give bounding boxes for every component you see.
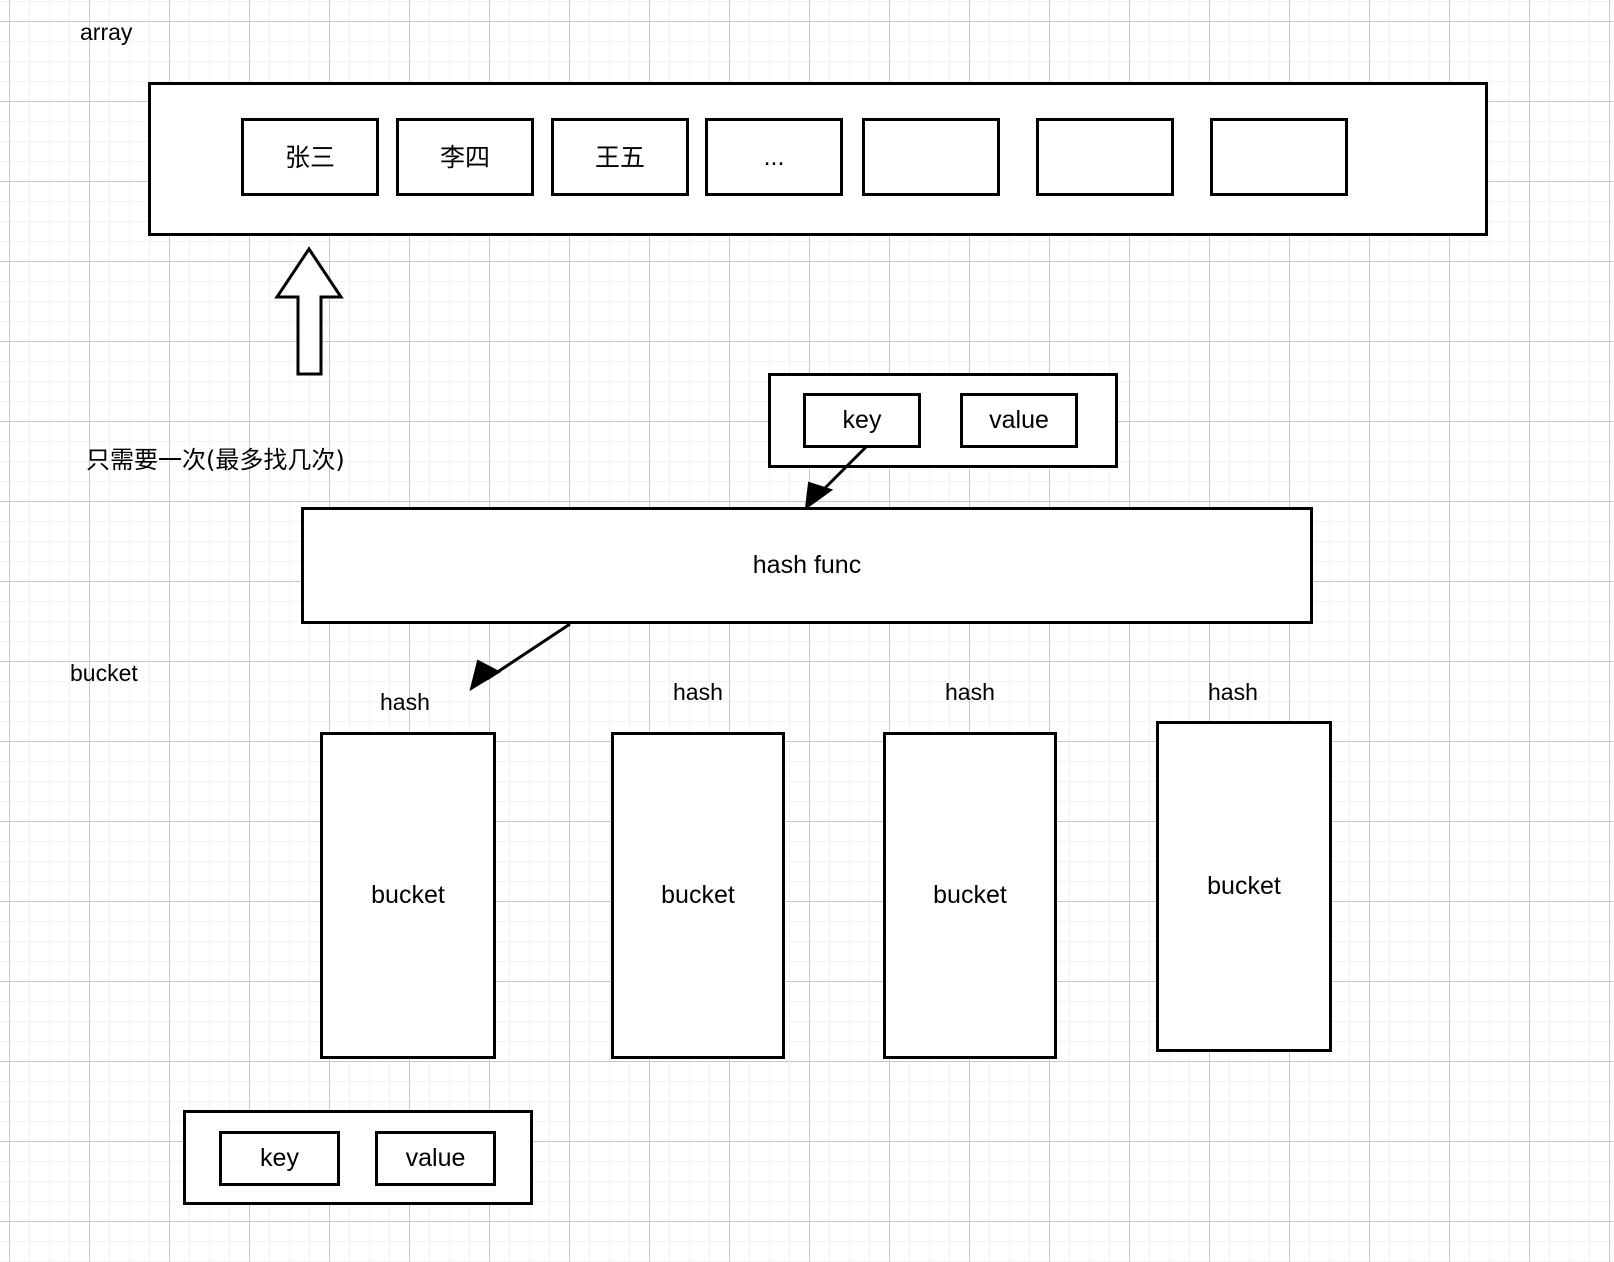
lookup-count-note: 只需要一次(最多找几次) bbox=[86, 446, 345, 474]
hash-label-0: hash bbox=[380, 689, 430, 715]
array-cell-3[interactable]: ... bbox=[705, 118, 843, 196]
array-cell-text: 李四 bbox=[439, 142, 490, 172]
bucket-label: bucket bbox=[661, 881, 735, 909]
value-label: value bbox=[405, 1144, 466, 1172]
value-label: value bbox=[989, 406, 1049, 434]
array-cell-6[interactable] bbox=[1210, 118, 1348, 196]
array-cell-4[interactable] bbox=[862, 118, 1000, 196]
hash-func-label: hash func bbox=[752, 551, 862, 579]
bucket-box-2[interactable]: bucket bbox=[883, 732, 1057, 1059]
key-label: key bbox=[842, 406, 882, 434]
bucket-box-0[interactable]: bucket bbox=[320, 732, 496, 1059]
hash-func-box[interactable]: hash func bbox=[301, 507, 1313, 624]
array-label: array bbox=[80, 19, 133, 45]
array-cell-5[interactable] bbox=[1036, 118, 1174, 196]
value-box-top[interactable]: value bbox=[960, 393, 1078, 448]
array-cell-text: ... bbox=[763, 142, 785, 171]
bucket-box-3[interactable]: bucket bbox=[1156, 721, 1332, 1052]
key-label: key bbox=[260, 1144, 299, 1172]
bucket-label: bucket bbox=[1207, 872, 1281, 900]
block-arrow-up-icon bbox=[274, 246, 344, 376]
arrow-hashfunc-to-bucket-head-icon bbox=[469, 659, 502, 692]
bucket-label: bucket bbox=[371, 881, 445, 909]
key-box-top[interactable]: key bbox=[803, 393, 921, 448]
array-cell-text: 张三 bbox=[284, 142, 335, 172]
bucket-group-label: bucket bbox=[70, 660, 138, 686]
key-box-bottom[interactable]: key bbox=[219, 1131, 340, 1186]
hash-label-2: hash bbox=[945, 679, 995, 705]
value-box-bottom[interactable]: value bbox=[375, 1131, 496, 1186]
arrow-key-to-hashfunc-head-icon bbox=[804, 481, 834, 511]
array-cell-text: 王五 bbox=[594, 142, 645, 172]
array-cell-1[interactable]: 李四 bbox=[396, 118, 534, 196]
arrow-hashfunc-to-bucket-line bbox=[486, 622, 571, 681]
bucket-box-1[interactable]: bucket bbox=[611, 732, 785, 1059]
hash-label-3: hash bbox=[1208, 679, 1258, 705]
array-cell-0[interactable]: 张三 bbox=[241, 118, 379, 196]
hash-label-1: hash bbox=[673, 679, 723, 705]
bucket-label: bucket bbox=[933, 881, 1007, 909]
array-cell-2[interactable]: 王五 bbox=[551, 118, 689, 196]
